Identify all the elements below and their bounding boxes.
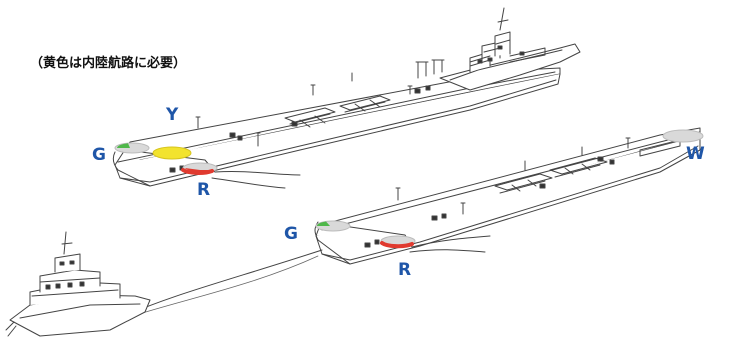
upper-push-tug: [415, 7, 581, 91]
label-lower-green: G: [284, 224, 298, 244]
lower-white-light: [662, 129, 704, 143]
lower-barge: [314, 127, 701, 265]
label-lower-red: R: [398, 260, 412, 280]
upper-yellow-light: [152, 146, 192, 160]
lower-lights: [315, 129, 704, 249]
lower-hatch-covers: [494, 157, 608, 194]
note-text: （黄色は内陸航路に必要）: [30, 56, 187, 71]
towing-tug: [5, 231, 151, 337]
label-upper-red: R: [197, 180, 211, 200]
label-upper-green: G: [92, 145, 106, 165]
label-upper-yellow: Y: [166, 105, 179, 125]
towline: [119, 249, 323, 319]
upper-lights: [114, 142, 218, 175]
label-lower-white: W: [686, 144, 705, 164]
upper-barge: [112, 67, 561, 189]
